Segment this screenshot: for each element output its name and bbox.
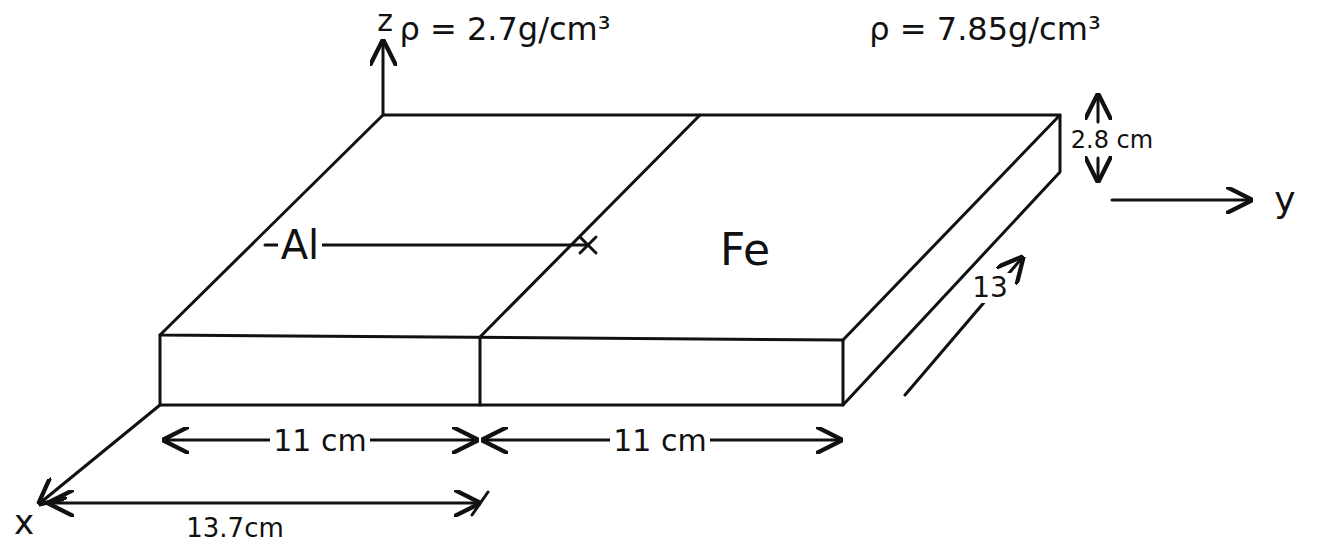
dimension-label: 11 cm [270,424,369,457]
axis-label: y [1271,180,1298,220]
material-label: Al [278,223,322,267]
dimension-label: 13 [969,273,1011,304]
density-label: ρ = 2.7g/cm³ [396,12,613,47]
dimension-label: 11 cm [610,424,709,457]
axis-label: z [374,4,396,37]
density-label: ρ = 7.85g/cm³ [866,12,1103,47]
dimension-label: 2.8 cm [1068,127,1156,153]
material-label: Fe [717,226,773,274]
dimension-label: 13.7cm [183,514,287,543]
axis-label: x [11,504,37,541]
